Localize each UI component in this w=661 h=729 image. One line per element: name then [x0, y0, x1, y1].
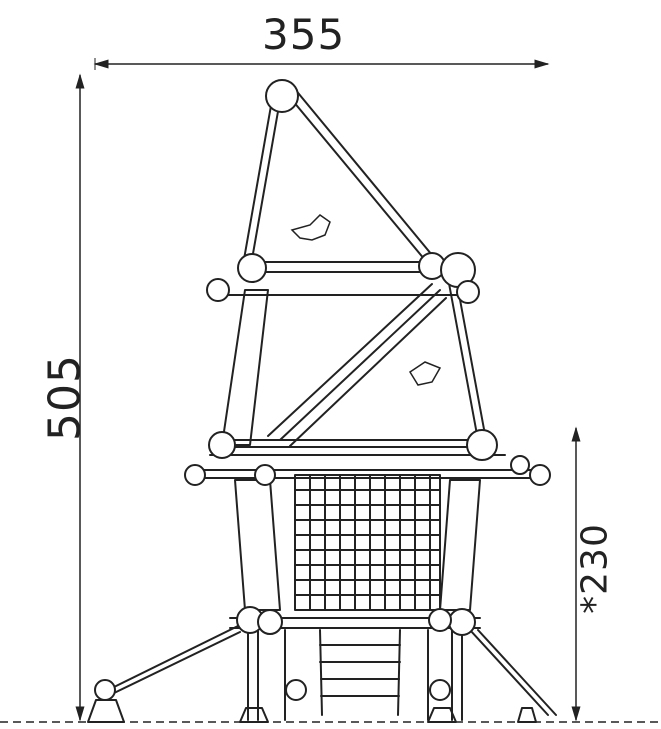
- animal-decoration-icons: [290, 214, 442, 386]
- ball-joints: [94, 79, 551, 701]
- tower-structure: [87, 87, 557, 723]
- width-dimension-label: 355: [262, 10, 346, 59]
- height-dimension-label: 505: [39, 354, 91, 441]
- fall-height-dimension-label: *230: [574, 523, 616, 614]
